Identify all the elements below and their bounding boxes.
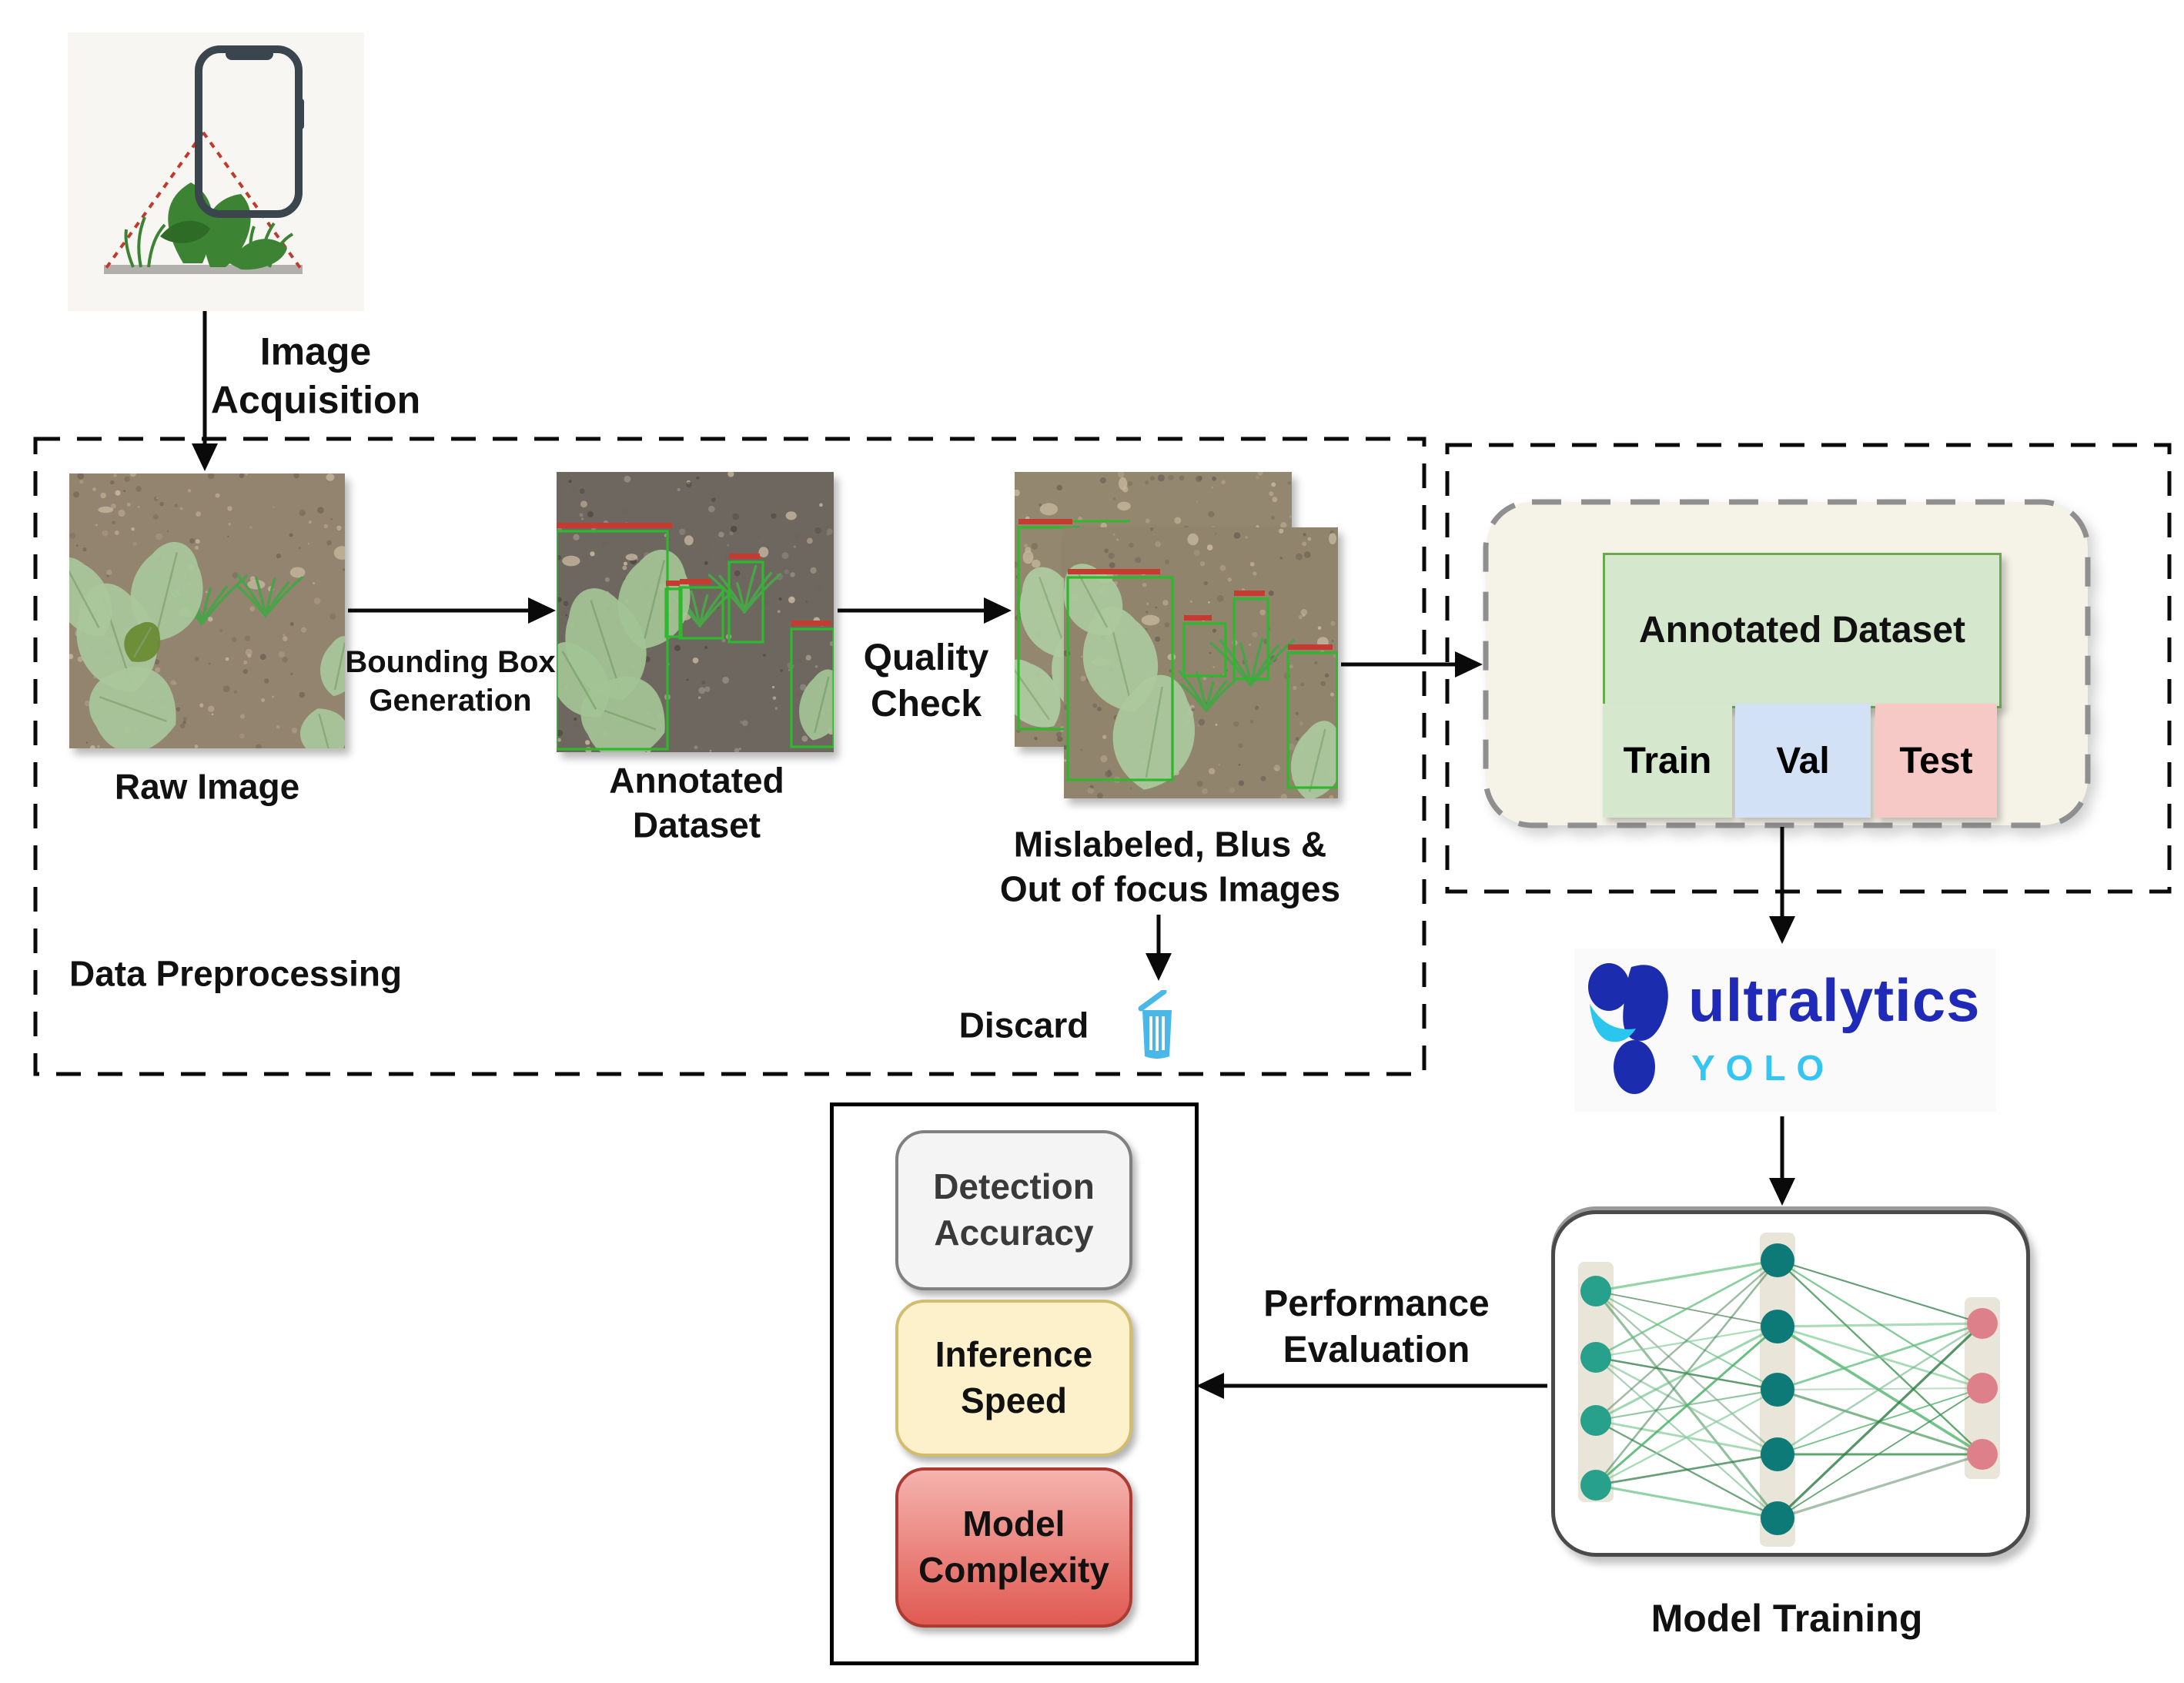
train-split-box: Train: [1603, 704, 1732, 818]
inference-speed-card: Inference Speed: [895, 1300, 1132, 1457]
ultralytics-wordmark: ultralytics: [1688, 966, 1981, 1034]
yolo-wordmark: YOLO: [1691, 1048, 1835, 1088]
annotated-dataset-box-label: Annotated Dataset: [1638, 610, 1966, 651]
train-label: Train: [1623, 740, 1712, 781]
neural-network-graphic: [1578, 1233, 2000, 1547]
model-training-box: [1551, 1210, 2030, 1557]
annotated-dataset-label: Annotated Dataset: [609, 760, 784, 845]
data-preprocessing-title: Data Preprocessing: [69, 953, 403, 994]
raw-image-label: Raw Image: [114, 766, 300, 807]
phone-icon: [195, 45, 304, 218]
test-label: Test: [1899, 740, 1973, 781]
phone-capturing-plants-icon: [104, 45, 304, 274]
trash-icon: [1130, 990, 1184, 1061]
annotated-dataset-box: Annotated Dataset: [1603, 553, 2002, 708]
annotated-dataset-photo: [557, 472, 834, 752]
model-training-label: Model Training: [1651, 1596, 1923, 1640]
test-split-box: Test: [1875, 704, 1997, 818]
quality-check-label: Quality Check: [863, 637, 989, 724]
discard-label: Discard: [958, 1005, 1089, 1046]
ultralytics-mark-icon: [1588, 963, 1668, 1094]
val-label: Val: [1776, 740, 1830, 781]
raw-image-photo: [69, 473, 345, 748]
image-acquisition-illustration: [68, 32, 364, 311]
val-split-box: Val: [1735, 704, 1871, 818]
camera-fov-left: [105, 131, 205, 269]
discarded-image-front: [1064, 527, 1338, 798]
ultralytics-yolo-logo: ultralytics YOLO: [1574, 949, 1996, 1112]
plants: [124, 182, 294, 270]
detection-accuracy-card: Detection Accuracy: [895, 1130, 1132, 1290]
model-complexity-card: Model Complexity: [895, 1467, 1132, 1628]
image-acquisition-label: Image Acquisition: [210, 330, 421, 422]
bounding-box-generation-label: Bounding Box Generation: [345, 645, 556, 718]
mislabeled-label: Mislabeled, Blus & Out of focus Images: [999, 824, 1341, 909]
performance-evaluation-label: Performance Evaluation: [1263, 1283, 1490, 1370]
